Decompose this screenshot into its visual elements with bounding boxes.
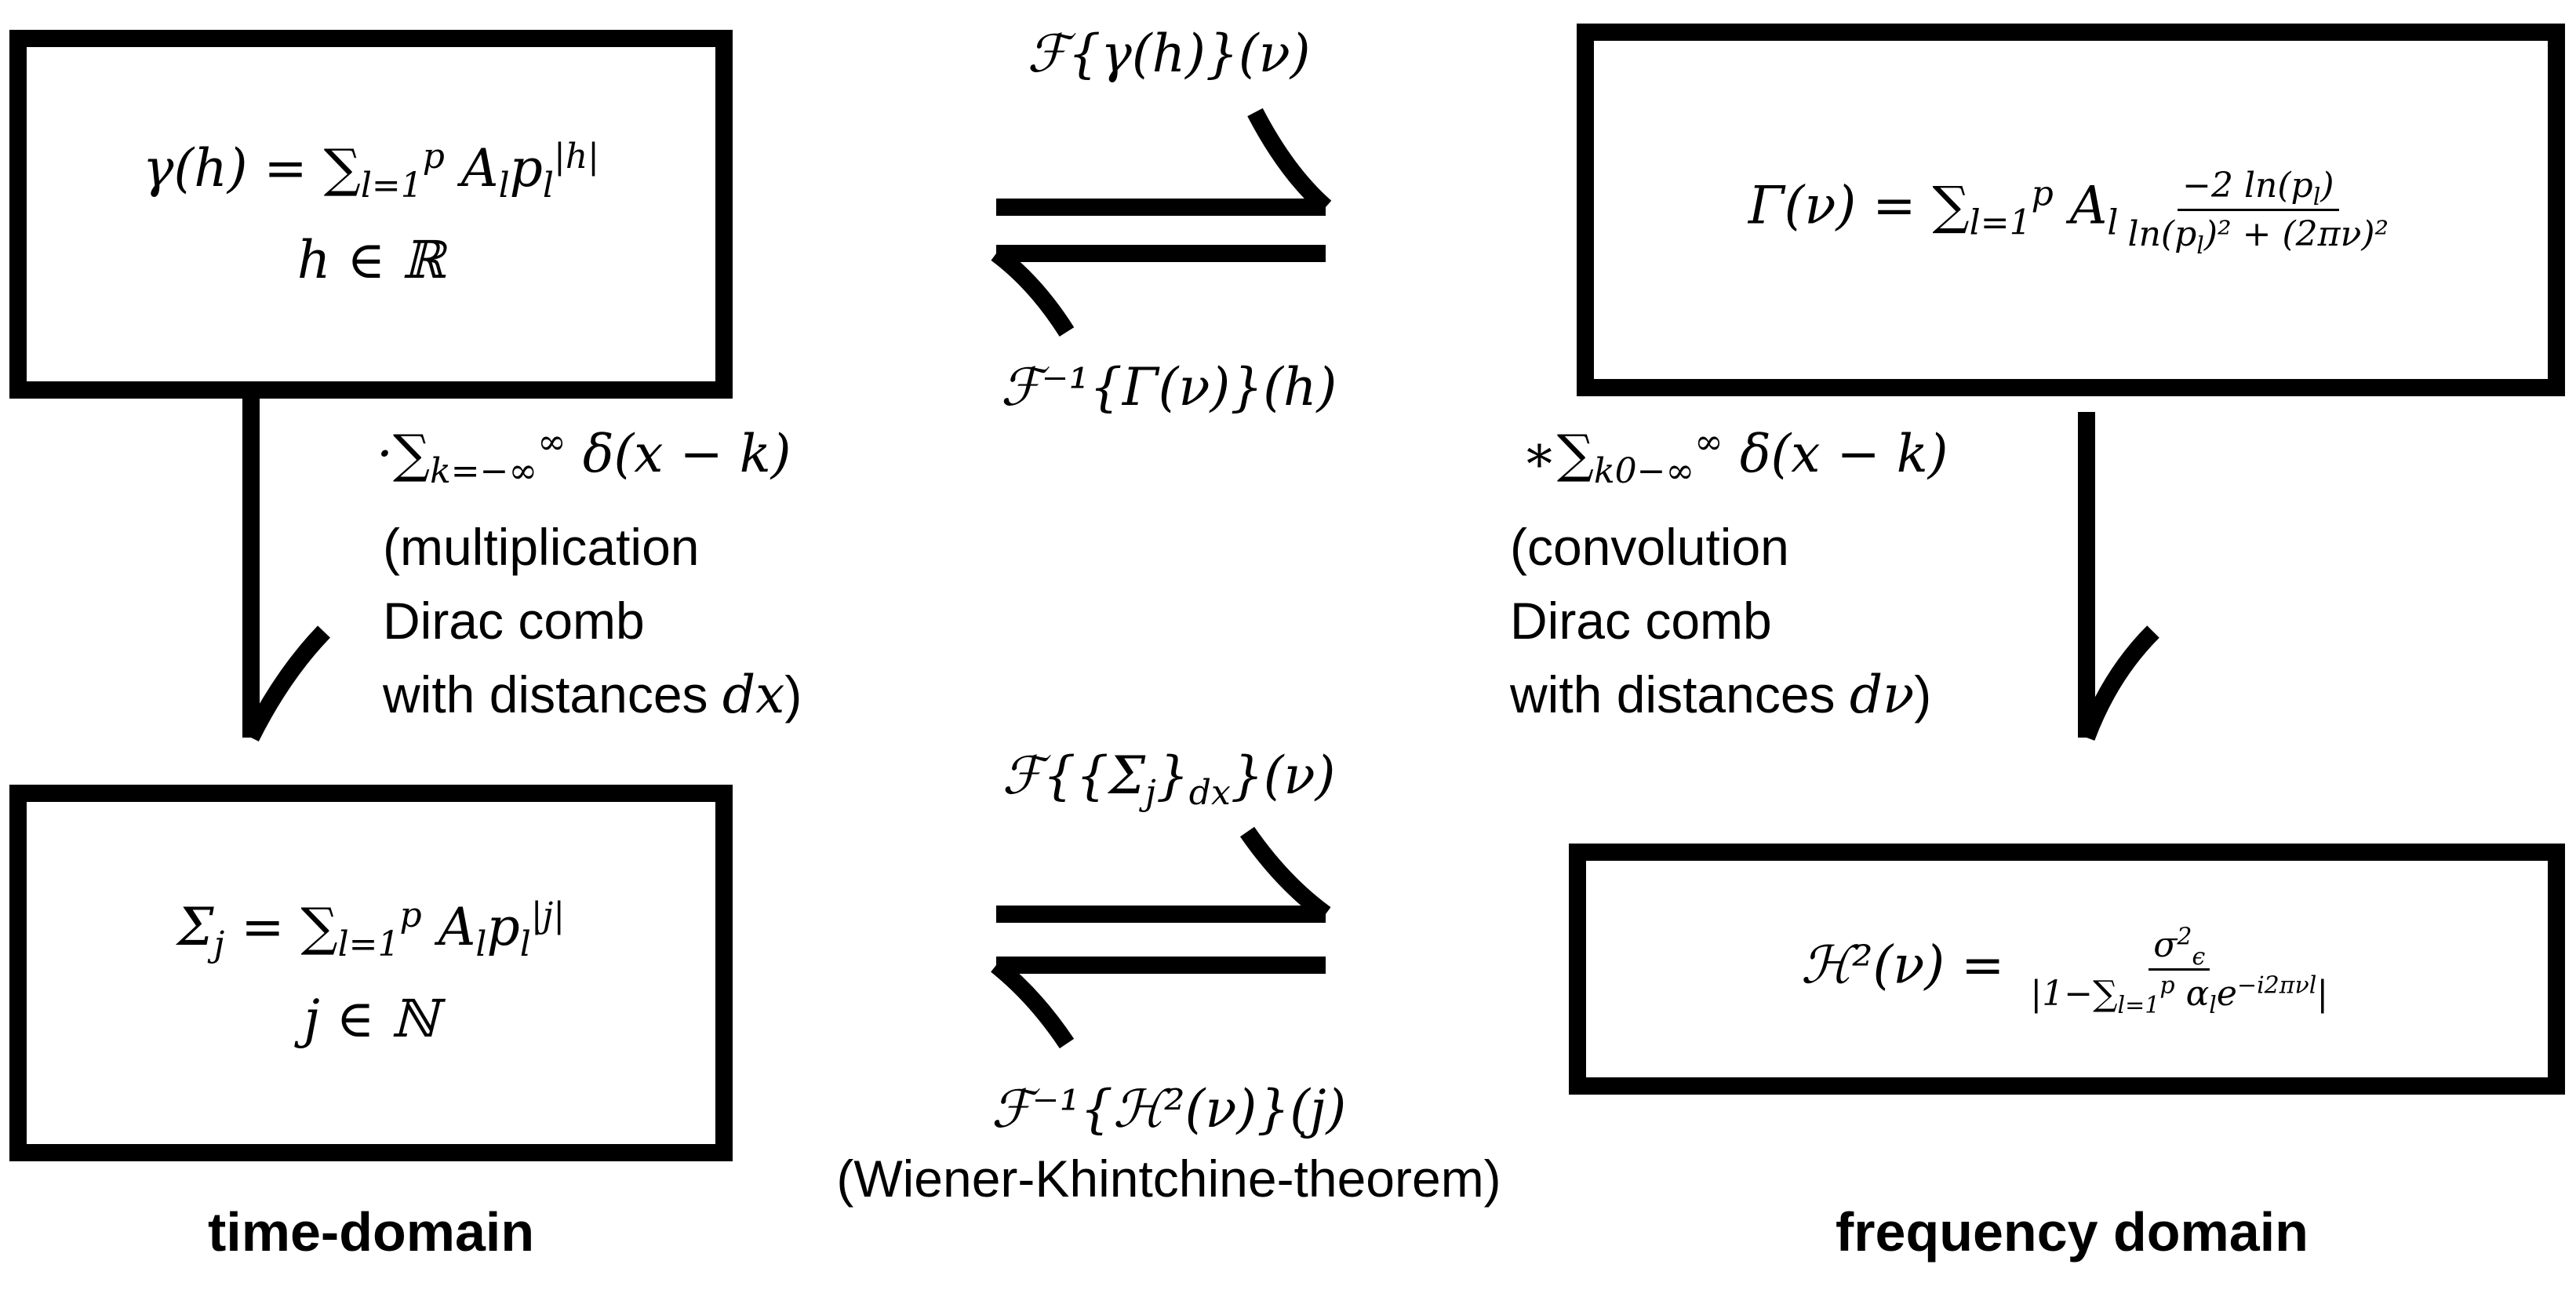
right-operator-index: k0−∞: [1593, 451, 1695, 492]
right-text-line-3-var: dν: [1849, 665, 1915, 725]
harpoon-forward-top-barb: [1247, 108, 1332, 214]
box-autocovariance-discrete: Σj = ∑l=1p Alpl|j| j ∈ ℕ: [9, 785, 733, 1161]
domain-gamma: h ∈ ℝ: [297, 230, 446, 290]
numerator-index: l: [2312, 183, 2321, 211]
denominator-index: l: [2196, 231, 2204, 260]
formula-H-lhs: ℋ²(ν) =: [1800, 935, 2021, 995]
sum-limit: p: [399, 895, 422, 935]
denominator-alpha: α: [2174, 973, 2210, 1014]
label-fourier-bottom-mid: }: [1155, 745, 1189, 806]
sum-limit: p: [422, 137, 445, 177]
fraction-Gamma: −2 ln(pl)ln(pl)² + (2πν)²: [2123, 166, 2394, 257]
denominator-exp-power: −i2πνl: [2236, 971, 2317, 999]
fraction-H: σ2ϵ|1−∑l=1p αle−i2πνl|: [2025, 922, 2333, 1016]
right-text-line-3-end: ): [1914, 665, 1932, 723]
harpoon-forward-bottom-barb: [1239, 826, 1331, 921]
caption-frequency-domain: frequency domain: [1836, 1201, 2309, 1263]
denominator-main: |1−∑: [2030, 973, 2118, 1014]
box-spectral-density-discrete: ℋ²(ν) = σ2ϵ|1−∑l=1p αle−i2πνl|: [1569, 844, 2565, 1095]
formula-H: ℋ²(ν) = σ2ϵ|1−∑l=1p αle−i2πνl|: [1800, 922, 2333, 1016]
left-text-line-3-end: ): [784, 665, 802, 723]
left-text-line-3-main: with distances: [383, 665, 722, 723]
domain-Sigma: j ∈ ℕ: [304, 989, 438, 1049]
pole-symbol: p: [486, 897, 520, 957]
right-operator-sum: ∗∑: [1522, 424, 1594, 484]
pole-symbol: p: [509, 138, 543, 199]
amplitude-symbol: A: [2069, 175, 2108, 236]
amplitude-index: l: [2107, 202, 2119, 243]
label-fourier-bottom-end: }(ν): [1230, 745, 1336, 806]
right-text-line-3: with distances dν): [1510, 658, 1931, 732]
sum-index: l=1: [360, 166, 423, 206]
formula-Sigma: Σj = ∑l=1p Alpl|j|: [176, 895, 566, 962]
vertical-arrow-right-barb: [2078, 625, 2159, 741]
amplitude-index: l: [498, 166, 510, 206]
fraction-denominator: ln(pl)² + (2πν)²: [2123, 211, 2394, 257]
denominator-end: |: [2316, 973, 2329, 1014]
label-fourier-top: ℱ{γ(h)}(ν): [1027, 24, 1311, 84]
right-text-line-2: Dirac comb: [1510, 592, 1772, 650]
label-left-operator: ·∑k=−∞∞ δ(x − k): [377, 422, 791, 489]
label-fourier-bottom-index: j: [1145, 773, 1156, 814]
amplitude-symbol: A: [460, 138, 499, 199]
left-text-line-3-var: dx: [722, 665, 785, 725]
box-spectral-density-continuous: Γ(ν) = ∑l=1p Al−2 ln(pl)ln(pl)² + (2πν)²: [1577, 24, 2565, 396]
right-text-line-1: (convolution: [1510, 518, 1789, 576]
sum-limit: p: [2031, 173, 2054, 214]
left-text-line-2: Dirac comb: [383, 592, 645, 650]
left-text-line-3: with distances dx): [383, 658, 802, 732]
denominator-sum-limit: p: [2159, 971, 2175, 999]
fraction-numerator: −2 ln(pl): [2178, 166, 2339, 211]
label-fourier-bottom: ℱ{{Σj}dx}(ν): [949, 745, 1388, 811]
numerator-power: 2: [2177, 922, 2192, 950]
numerator-end: ): [2320, 166, 2334, 206]
left-operator-delta: δ(x − k): [582, 424, 791, 484]
left-operator-limit: ∞: [537, 422, 566, 462]
denominator-main: ln(p: [2127, 214, 2197, 254]
right-operator-limit: ∞: [1694, 422, 1723, 462]
amplitude-symbol: A: [438, 897, 476, 957]
denominator-alpha-index: l: [2209, 991, 2217, 1019]
formula-Gamma: Γ(ν) = ∑l=1p Al−2 ln(pl)ln(pl)² + (2πν)²: [1748, 166, 2394, 257]
lhs-index: j: [213, 924, 225, 965]
pole-exponent: |j|: [530, 895, 566, 935]
formula-Gamma-lhs: Γ(ν) = ∑: [1748, 175, 1970, 236]
numerator-main: −2 ln(p: [2182, 166, 2313, 206]
equals-sum: = ∑: [224, 897, 338, 957]
label-fourier-bottom-spacing: dx: [1188, 773, 1231, 814]
formula-Sigma-lhs: Σ: [176, 897, 214, 957]
label-inverse-bottom: ℱ⁻¹{ℋ²(ν)}(j): [991, 1079, 1347, 1139]
pole-exponent: |h|: [554, 137, 599, 177]
right-operator-delta: δ(x − k): [1739, 424, 1948, 484]
formula-gamma-lhs: γ(h) = ∑: [143, 138, 361, 199]
label-theorem: (Wiener-Khintchine-theorem): [836, 1150, 1501, 1208]
denominator-end: )² + (2πν)²: [2203, 214, 2389, 254]
pole-index: l: [542, 166, 554, 206]
vertical-arrow-left-barb: [243, 625, 330, 742]
left-text-line-1: (multiplication: [383, 518, 700, 576]
fraction-denominator: |1−∑l=1p αle−i2πνl|: [2025, 971, 2333, 1016]
caption-time-domain: time-domain: [208, 1201, 535, 1263]
fraction-numerator: σ2ϵ: [2148, 922, 2210, 971]
amplitude-index: l: [475, 924, 487, 965]
sum-index: l=1: [337, 924, 400, 965]
sum-index: l=1: [1969, 202, 2032, 243]
label-inverse-top: ℱ⁻¹{Γ(ν)}(h): [1000, 357, 1337, 417]
pole-index: l: [519, 924, 531, 965]
numerator-sigma: σ: [2153, 924, 2178, 965]
denominator-sum-index: l=1: [2117, 991, 2160, 1019]
box-autocovariance-continuous: γ(h) = ∑l=1p Alpl|h| h ∈ ℝ: [9, 30, 733, 399]
harpoon-back-top-barb: [991, 246, 1075, 337]
left-operator-sum: ·∑: [377, 424, 431, 484]
formula-gamma: γ(h) = ∑l=1p Alpl|h|: [143, 137, 599, 203]
numerator-index: ϵ: [2192, 942, 2206, 971]
label-right-operator: ∗∑k0−∞∞ δ(x − k): [1522, 422, 1948, 489]
label-fourier-bottom-main: ℱ{{Σ: [1002, 745, 1146, 806]
right-text-line-3-main: with distances: [1510, 665, 1850, 723]
left-operator-index: k=−∞: [430, 451, 538, 492]
harpoon-back-bottom-barb: [991, 958, 1075, 1049]
denominator-exp-base: e: [2216, 973, 2237, 1014]
